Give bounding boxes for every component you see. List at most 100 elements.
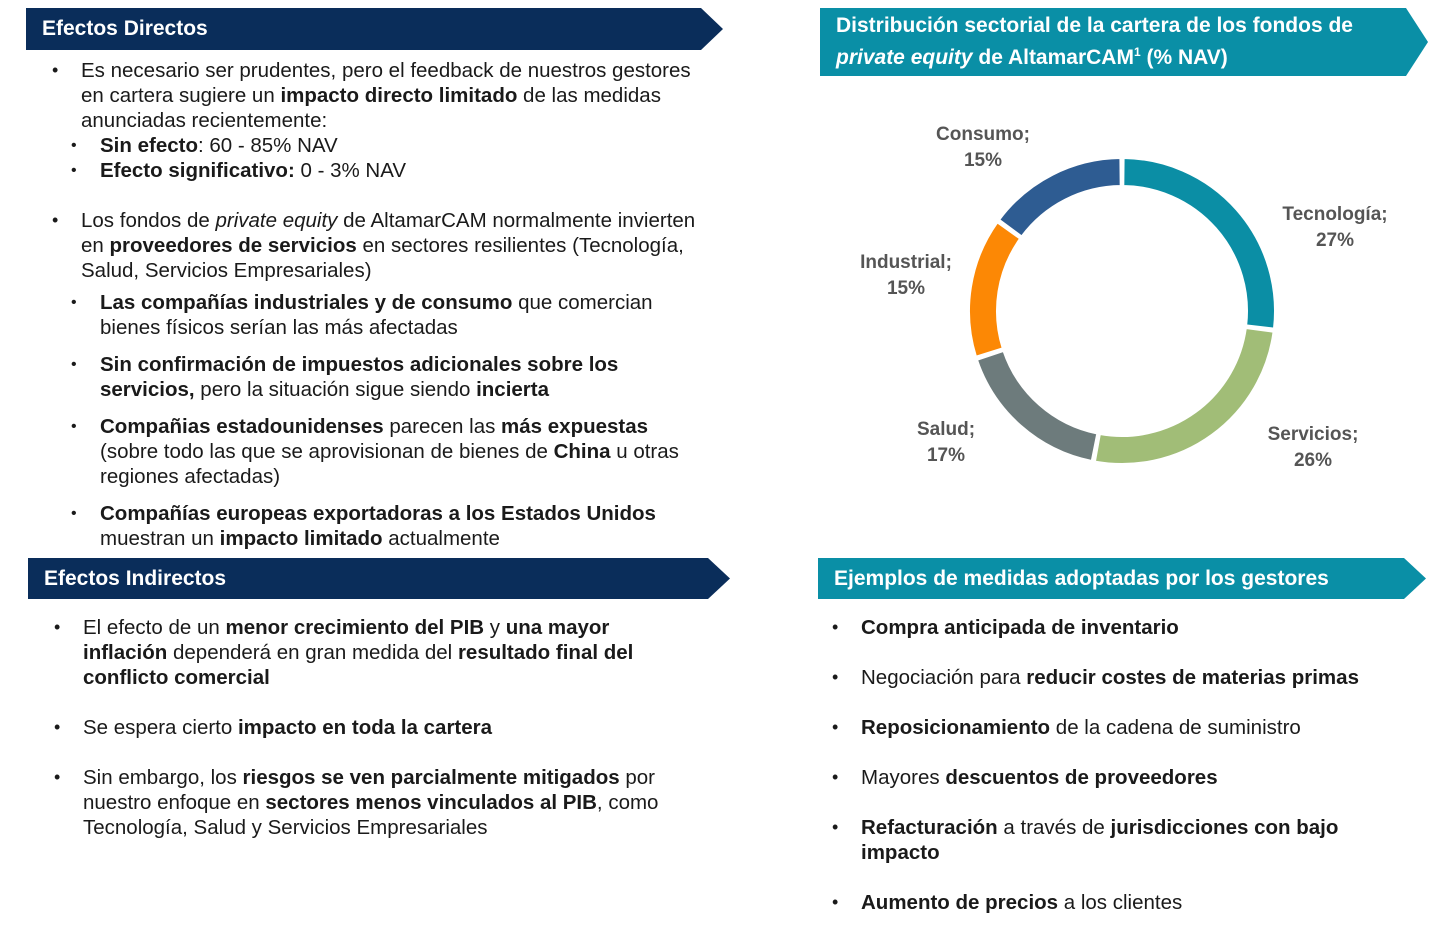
text-segment: incierta (476, 378, 550, 401)
slice-label-value: 26% (1294, 450, 1332, 471)
measure-item-6: Aumento de precios a los clientes (806, 890, 1416, 915)
text-segment: reducir costes de materias primas (1026, 666, 1359, 689)
text-segment: por nuestro enfoque en (83, 766, 655, 814)
indirect-effects-list: El efecto de un menor crecimiento del PI… (28, 615, 698, 840)
sector-distribution-title-line1: Distribución sectorial de la cartera de … (836, 14, 1353, 37)
text-segment: impacto limitado (219, 527, 383, 550)
manager-measures-section: Compra anticipada de inventario Negociac… (806, 615, 1416, 915)
manager-measures-title: Ejemplos de medidas adoptadas por los ge… (834, 566, 1329, 590)
direct-sub-3: Las compañías industriales y de consumo … (26, 290, 706, 340)
slice-label-name: Consumo; (936, 124, 1030, 145)
text-segment: a los clientes (1058, 891, 1183, 914)
text-segment: dependerá en gran medida del (167, 641, 458, 664)
direct-sub-6: Compañías europeas exportadoras a los Es… (26, 501, 706, 551)
direct-item-2: Los fondos de private equity de AltamarC… (26, 208, 706, 551)
direct-item-1-text: Es necesario ser prudentes, pero el feed… (81, 59, 691, 132)
text-segment: de AltamarCAM normalmente invierten en (81, 209, 696, 257)
indirect-effects-section: El efecto de un menor crecimiento del PI… (28, 615, 698, 840)
text-segment: , como Tecnología, Salud y Servicios Emp… (83, 791, 659, 839)
text-segment: Reposicionamiento (861, 716, 1051, 739)
text-segment: Se espera cierto (83, 716, 238, 739)
slice-label-value: 15% (887, 278, 925, 299)
text-segment: Compañias estadounidenses (100, 415, 384, 438)
text-segment: de las medidas anunciadas recientemente: (81, 84, 661, 132)
text-segment: descuentos de proveedores (945, 766, 1218, 789)
text-segment: Sin efecto (100, 134, 198, 157)
text-segment: en sectores resilientes (Tecnología, Sal… (81, 234, 684, 282)
direct-item-1-sublist: Sin efecto: 60 - 85% NAV Efecto signific… (26, 133, 706, 183)
indirect-item-1: El efecto de un menor crecimiento del PI… (28, 615, 698, 690)
indirect-effects-banner: Efectos Indirectos (28, 558, 730, 599)
text-segment: China (553, 440, 611, 463)
text-segment: impacto directo limitado (280, 84, 518, 107)
direct-sub-1: Sin efecto: 60 - 85% NAV (26, 133, 706, 158)
text-segment: Negociación para (861, 666, 1027, 689)
direct-effects-list: Es necesario ser prudentes, pero el feed… (26, 58, 706, 551)
donut-slice-servicios (1093, 326, 1275, 465)
measure-item-2: Negociación para reducir costes de mater… (806, 665, 1416, 690)
sector-distribution-banner: Distribución sectorial de la cartera de … (820, 8, 1428, 76)
slice-label-value: 27% (1316, 230, 1354, 251)
slice-label-name: Salud; (917, 419, 975, 440)
text-segment: riesgos se ven parcialmente mitigados (242, 766, 620, 789)
slice-label-name: Tecnología; (1282, 204, 1387, 225)
text-segment: Es necesario ser prudentes, pero el feed… (81, 59, 691, 107)
text-segment: actualmente (382, 527, 500, 550)
text-segment: : 60 - 85% NAV (197, 134, 338, 157)
text-segment: Compra anticipada de inventario (861, 616, 1179, 639)
text-segment: pero la situación sigue siendo (194, 378, 477, 401)
text-segment: El efecto de un (83, 616, 226, 639)
text-segment: Las compañías industriales y de consumo (100, 291, 513, 314)
text-segment: impacto en toda la cartera (237, 716, 493, 739)
text-segment: sectores menos vinculados al PIB (265, 791, 597, 814)
indirect-effects-title: Efectos Indirectos (44, 566, 227, 590)
direct-item-1: Es necesario ser prudentes, pero el feed… (26, 58, 706, 183)
manager-measures-banner: Ejemplos de medidas adoptadas por los ge… (818, 558, 1426, 599)
indirect-item-3: Sin embargo, los riesgos se ven parcialm… (28, 765, 698, 840)
measure-item-5: Refacturación a través de jurisdicciones… (806, 815, 1416, 865)
slice-label-value: 15% (964, 150, 1002, 171)
direct-effects-banner: Efectos Directos (26, 8, 723, 50)
donut-slice-tecnologia (1122, 156, 1276, 330)
text-segment: proveedores de servicios (109, 234, 357, 257)
indirect-item-2: Se espera cierto impacto en toda la cart… (28, 715, 698, 740)
text-segment: resultado final del conflicto comercial (83, 641, 634, 689)
text-segment: menor crecimiento del PIB (225, 616, 485, 639)
text-segment: una mayor inflación (83, 616, 610, 664)
donut-slice-industrial (968, 220, 1022, 359)
text-segment: a través de (997, 816, 1111, 839)
text-segment: que comercian bienes físicos serían las … (100, 291, 653, 339)
text-segment: más expuestas (501, 415, 649, 438)
text-segment: Sin confirmación de impuestos adicionale… (100, 353, 619, 401)
direct-item-2-text: Los fondos de private equity de AltamarC… (81, 209, 695, 282)
text-segment: Efecto significativo: (100, 159, 295, 182)
direct-item-2-sublist: Las compañías industriales y de consumo … (26, 290, 706, 551)
text-segment: Los fondos de (81, 209, 216, 232)
measure-item-3: Reposicionamiento de la cadena de sumini… (806, 715, 1416, 740)
text-segment: Aumento de precios (861, 891, 1059, 914)
text-segment: (sobre todo las que se aprovisionan de b… (100, 440, 554, 463)
text-segment: muestran un (100, 527, 220, 550)
slice-label-name: Servicios; (1268, 424, 1359, 445)
direct-effects-title: Efectos Directos (42, 17, 208, 40)
direct-effects-section: Es necesario ser prudentes, pero el feed… (26, 58, 706, 551)
text-segment: y (484, 616, 506, 639)
direct-sub-4: Sin confirmación de impuestos adicionale… (26, 352, 706, 402)
text-segment: private equity (215, 209, 338, 232)
sector-donut-chart: Tecnología; 27% Servicios; 26% Salud; 17% Indu… (860, 124, 1388, 471)
text-segment: u otras regiones afectadas) (100, 440, 679, 488)
text-segment: 0 - 3% NAV (294, 159, 407, 182)
text-segment: Mayores (861, 766, 946, 789)
manager-measures-list: Compra anticipada de inventario Negociac… (806, 615, 1416, 915)
measure-item-1: Compra anticipada de inventario (806, 615, 1416, 640)
donut-slice-consumo (997, 156, 1122, 238)
text-segment: Refacturación (861, 816, 998, 839)
slice-label-name: Industrial; (860, 252, 952, 273)
slice-label-value: 17% (927, 445, 965, 466)
text-segment: Compañías europeas exportadoras a los Es… (100, 502, 656, 525)
text-segment: parecen las (383, 415, 502, 438)
text-segment: de la cadena de suministro (1050, 716, 1301, 739)
sector-distribution-title-line2: private equity de AltamarCAM1 (% NAV) (836, 45, 1228, 69)
direct-sub-5: Compañias estadounidenses parecen las má… (26, 414, 706, 489)
text-segment: Sin embargo, los (83, 766, 243, 789)
